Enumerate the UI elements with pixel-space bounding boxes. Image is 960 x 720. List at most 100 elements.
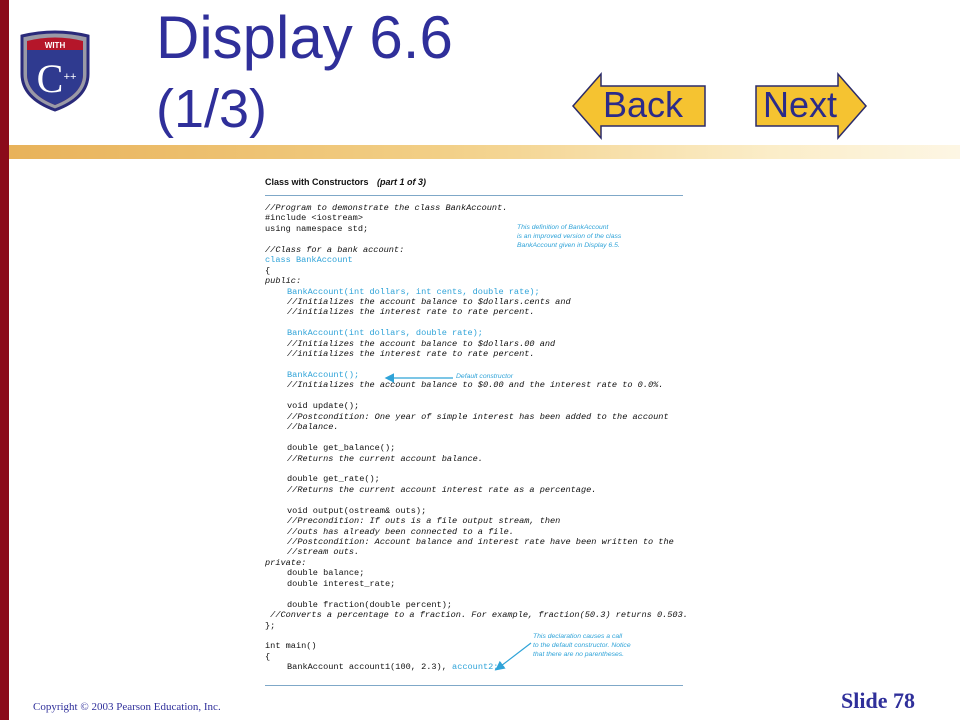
code-line-text: //Class for a bank account: (265, 244, 405, 255)
code-line: using namespace std; (265, 224, 688, 234)
code-line: #include <iostream> (265, 213, 688, 223)
code-line: BankAccount(int dollars, double rate); (265, 328, 688, 338)
code-line-text: //outs has already been connected to a f… (287, 526, 514, 537)
logo-letter: C (37, 56, 64, 101)
code-line-text: BankAccount account1(100, 2.3), (287, 662, 453, 673)
code-line: void update(); (265, 401, 688, 411)
code-line: double get_rate(); (265, 474, 688, 484)
annotation-arrows (384, 373, 532, 671)
note-declaration-line: to the default constructor. Notice (533, 642, 631, 649)
code-line: //stream outs. (265, 547, 688, 557)
code-line: //Converts a percentage to a fraction. F… (265, 610, 688, 620)
slide-subtitle: (1/3) (156, 79, 268, 139)
slide-number: Slide 78 (841, 688, 915, 713)
code-line-text: //initializes the interest rate to rate … (287, 349, 535, 360)
code-line: double get_balance(); (265, 443, 688, 453)
code-line-text: BankAccount(int dollars, int cents, doub… (287, 286, 540, 297)
code-line: //initializes the interest rate to rate … (265, 349, 688, 359)
next-button[interactable]: Next (754, 72, 868, 140)
code-line: double fraction(double percent); (265, 600, 688, 610)
code-line: //Returns the current account interest r… (265, 485, 688, 495)
code-line: { (265, 652, 688, 662)
code-line-text: { (265, 651, 271, 662)
note-declaration: This declaration causes a call to the de… (533, 632, 631, 659)
code-line-text: BankAccount(int dollars, double rate); (287, 328, 483, 339)
code-line: //Initializes the account balance to $0.… (265, 380, 688, 390)
figure-heading: Class with Constructors (part 1 of 3) (265, 177, 426, 187)
note-definition-line: is an improved version of the class (517, 233, 622, 240)
code-line-text: //Postcondition: One year of simple inte… (287, 411, 669, 422)
back-button-label: Back (602, 84, 684, 125)
code-line: //Postcondition: Account balance and int… (265, 537, 688, 547)
code-line: double interest_rate; (265, 579, 688, 589)
code-line-text: }; (265, 620, 276, 631)
code-line: BankAccount(int dollars, int cents, doub… (265, 287, 688, 297)
next-arrow-icon (755, 72, 867, 140)
code-line: //Postcondition: One year of simple inte… (265, 412, 688, 422)
code-line: BankAccount account1(100, 2.3), account2… (265, 662, 688, 672)
code-line: //Initializes the account balance to $do… (265, 297, 688, 307)
back-arrow-icon (572, 72, 706, 140)
code-line-text: void update(); (287, 401, 360, 412)
code-line: //balance. (265, 422, 688, 432)
note-declaration-line: This declaration causes a call (533, 633, 623, 640)
code-line-text: //initializes the interest rate to rate … (287, 307, 535, 318)
code-line-text: //Program to demonstrate the class BankA… (265, 203, 508, 213)
copyright-notice: Copyright © 2003 Pearson Education, Inc. (33, 701, 221, 713)
code-line-text: double balance; (287, 568, 365, 579)
code-line-text: double interest_rate; (287, 578, 396, 589)
code-line: //Returns the current account balance. (265, 454, 688, 464)
note-declaration-line: that there are no parentheses. (533, 651, 625, 658)
code-line: { (265, 266, 688, 276)
code-line-text: //stream outs. (287, 547, 360, 558)
code-line-text: using namespace std; (265, 223, 369, 234)
code-line: int main() (265, 641, 688, 651)
code-line-text: //Converts a percentage to a fraction. F… (265, 610, 688, 621)
code-line-text: //balance. (287, 422, 339, 433)
code-figure: Class with Constructors (part 1 of 3) //… (265, 177, 688, 687)
code-line-text: //Initializes the account balance to $do… (287, 296, 571, 307)
code-line-text: class BankAccount (265, 255, 353, 266)
with-cpp-logo-icon: WITH C ++ (20, 30, 90, 112)
code-line-text: //Postcondition: Account balance and int… (287, 537, 674, 547)
code-line: //initializes the interest rate to rate … (265, 307, 688, 317)
code-line-text: double get_rate(); (287, 474, 380, 485)
note-definition: This definition of BankAccount is an imp… (517, 223, 621, 250)
back-button[interactable]: Back (571, 72, 707, 140)
code-line: //Program to demonstrate the class BankA… (265, 203, 688, 213)
code-line: }; (265, 621, 688, 631)
code-line: //Precondition: If outs is a file output… (265, 516, 688, 526)
code-line: void output(ostream& outs); (265, 506, 688, 516)
code-line: //outs has already been connected to a f… (265, 527, 688, 537)
code-line-text: //Initializes the account balance to $do… (287, 338, 556, 349)
code-line-text: private: (265, 557, 307, 568)
code-line-text: //Returns the current account interest r… (287, 484, 597, 495)
code-line: BankAccount(); (265, 370, 688, 380)
left-accent-bar (0, 0, 9, 720)
code-line: class BankAccount (265, 255, 688, 265)
logo-top-text: WITH (45, 41, 66, 50)
code-listing: //Program to demonstrate the class BankA… (265, 203, 688, 673)
code-line-text: void output(ostream& outs); (287, 505, 427, 516)
code-line-text: public: (265, 276, 302, 287)
code-line: private: (265, 558, 688, 568)
code-line-highlight: account2; (452, 662, 499, 673)
slide-title: Display 6.6 (156, 4, 453, 71)
figure-heading-part: (part 1 of 3) (377, 177, 427, 187)
next-button-label: Next (762, 84, 838, 125)
code-line-text: #include <iostream> (265, 213, 363, 224)
note-default-constructor: Default constructor (456, 373, 514, 380)
note-definition-line: This definition of BankAccount (517, 224, 609, 231)
code-line-text: //Initializes the account balance to $0.… (287, 380, 664, 391)
title-divider (9, 145, 960, 159)
code-line-text: BankAccount(); (287, 370, 360, 380)
code-line-text: int main() (265, 641, 317, 652)
figure-bottom-rule (265, 685, 683, 686)
logo-suffix: ++ (64, 71, 77, 83)
code-line-text: //Returns the current account balance. (287, 453, 483, 464)
note-definition-line: BankAccount given in Display 6.5. (517, 242, 620, 249)
code-line: public: (265, 276, 688, 286)
code-line-text: double fraction(double percent); (287, 599, 453, 610)
code-line: //Initializes the account balance to $do… (265, 339, 688, 349)
figure-heading-title: Class with Constructors (265, 177, 369, 187)
